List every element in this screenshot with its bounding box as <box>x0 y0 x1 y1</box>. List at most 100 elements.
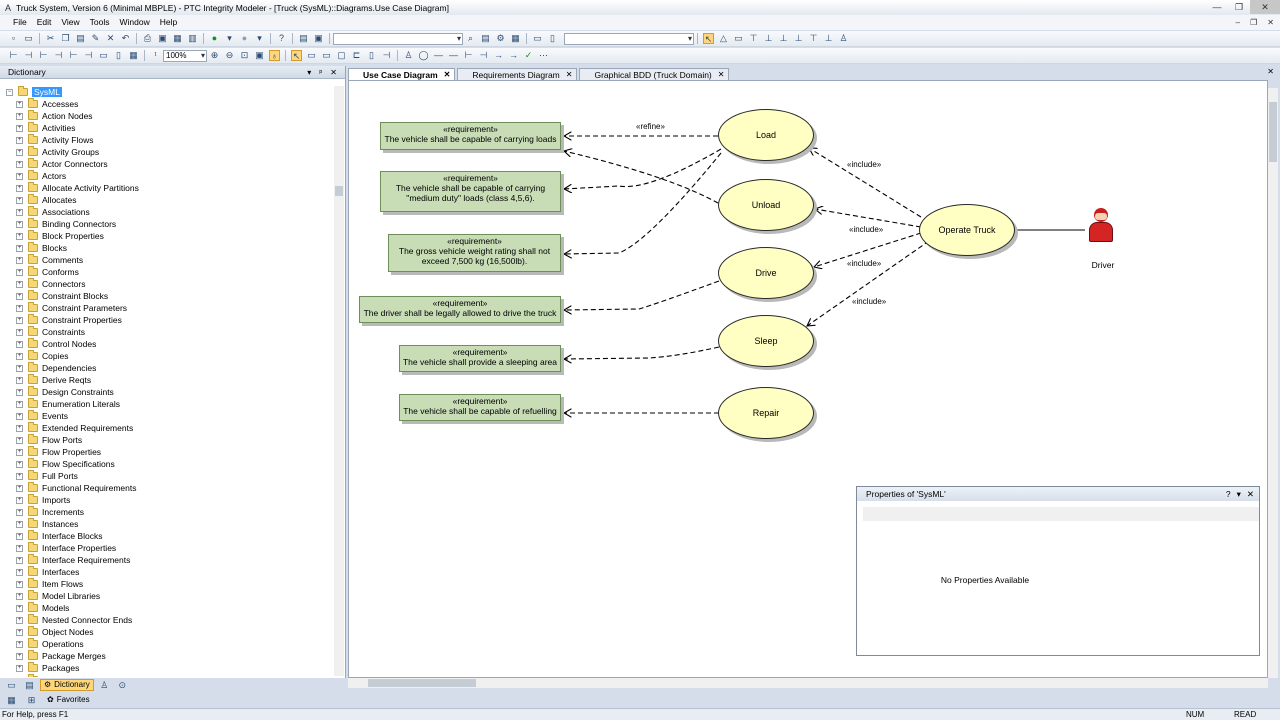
space-v-icon[interactable]: ⊣ <box>84 50 93 60</box>
same-size-icon[interactable]: ⊥ <box>824 33 833 43</box>
new-icon[interactable]: ▫ <box>11 33 16 43</box>
expand-icon[interactable]: + <box>16 256 23 264</box>
pin-icon[interactable]: ᵖ <box>319 68 323 77</box>
forward-icon[interactable]: ● <box>241 33 248 43</box>
requirement-medium-duty[interactable]: «requirement» The vehicle shall be capab… <box>380 171 561 212</box>
help-icon[interactable]: ? <box>278 33 284 43</box>
expand-icon[interactable]: + <box>16 136 23 144</box>
requirement-carrying-loads[interactable]: «requirement» The vehicle shall be capab… <box>380 122 561 150</box>
panel-close-icon[interactable]: ✕ <box>330 68 337 77</box>
tab-close-icon[interactable]: ✕ <box>717 69 725 79</box>
tree-item[interactable]: +Extended Requirements <box>16 422 133 434</box>
expand-icon[interactable]: + <box>16 340 23 348</box>
find-icon[interactable]: ⌕ <box>467 33 474 43</box>
expand-icon[interactable]: + <box>16 148 23 156</box>
tree-item[interactable]: +Interfaces <box>16 566 79 578</box>
tree-item[interactable]: +Connectors <box>16 278 85 290</box>
tree-item[interactable]: +Block Properties <box>16 230 104 242</box>
usecase-drive[interactable]: Drive <box>718 247 814 299</box>
zoom-combo[interactable]: 100% <box>163 49 207 62</box>
tree-item[interactable]: +Nested Connector Ends <box>16 614 132 626</box>
align-top-icon[interactable]: ⊤ <box>749 33 758 43</box>
tab-graphical-bdd[interactable]: Graphical BDD (Truck Domain) ✕ <box>579 68 730 80</box>
filter-icon[interactable]: ▤ <box>481 33 490 43</box>
print-preview-icon[interactable]: ▣ <box>158 33 167 43</box>
tree-item[interactable]: +Allocates <box>16 194 77 206</box>
expand-icon[interactable]: + <box>16 328 23 336</box>
expand-icon[interactable]: + <box>16 568 23 576</box>
tree-item[interactable]: +Allocate Activity Partitions <box>16 182 139 194</box>
settings-icon[interactable]: ⚙ <box>496 33 505 43</box>
expand-icon[interactable]: + <box>16 652 23 660</box>
requirement-refuelling[interactable]: «requirement» The vehicle shall be capab… <box>399 394 561 421</box>
expand-icon[interactable]: + <box>16 484 23 492</box>
dictionary-tree[interactable]: − SysML +Accesses+Action Nodes+Activitie… <box>0 86 334 677</box>
tree-item[interactable]: +Full Ports <box>16 470 78 482</box>
expand-icon[interactable]: + <box>16 172 23 180</box>
tree-item[interactable]: +Accesses <box>16 98 78 110</box>
requirement-driver-legal[interactable]: «requirement» The driver shall be legall… <box>359 296 561 323</box>
close-button[interactable]: ✕ <box>1250 0 1280 14</box>
expand-icon[interactable]: + <box>16 196 23 204</box>
include-link-load[interactable] <box>809 148 922 218</box>
expand-icon[interactable]: + <box>16 292 23 300</box>
canvas-vertical-scrollbar[interactable] <box>1268 88 1278 678</box>
association-tool-icon[interactable]: — <box>434 50 443 60</box>
usecase-operate-truck[interactable]: Operate Truck <box>919 204 1015 256</box>
panel-menu-icon[interactable]: ▾ <box>307 68 312 77</box>
expand-icon[interactable]: + <box>16 448 23 456</box>
expand-icon[interactable]: + <box>16 112 23 120</box>
tree-item[interactable]: +Flow Specifications <box>16 458 115 470</box>
browse-icon[interactable]: ▦ <box>511 33 520 43</box>
undo-icon[interactable]: ↶ <box>121 33 130 43</box>
canvas-vertical-thumb[interactable] <box>1269 102 1277 162</box>
expand-icon[interactable]: + <box>16 640 23 648</box>
tree-item[interactable]: +Events <box>16 410 68 422</box>
actor-driver[interactable] <box>1086 208 1116 244</box>
favorites-tree-icon[interactable]: ⊞ <box>27 694 36 705</box>
forward-dropdown-icon[interactable]: ▾ <box>257 33 262 43</box>
canvas-horizontal-scrollbar[interactable] <box>348 678 1268 688</box>
tab-close-icon[interactable]: ✕ <box>565 69 573 79</box>
tree-item[interactable]: +Constraint Properties <box>16 314 122 326</box>
boundary-tool-icon[interactable]: ▢ <box>337 50 346 60</box>
expand-icon[interactable]: + <box>16 232 23 240</box>
expand-icon[interactable]: + <box>16 472 23 480</box>
collapse-icon[interactable]: − <box>6 88 13 96</box>
packages-view-icon[interactable]: ▭ <box>7 679 16 690</box>
usecase-sleep[interactable]: Sleep <box>718 315 814 367</box>
tree-item[interactable]: +Activities <box>16 122 76 134</box>
align-center-icon[interactable]: ⊣ <box>24 50 33 60</box>
tree-item[interactable]: +Copies <box>16 350 68 362</box>
expand-icon[interactable]: + <box>16 604 23 612</box>
delete-icon[interactable]: ✕ <box>106 33 115 43</box>
expand-icon[interactable]: + <box>16 664 23 672</box>
menu-view[interactable]: View <box>61 17 80 27</box>
tree-item[interactable]: +Interface Properties <box>16 542 116 554</box>
select-pointer-icon[interactable]: ↖ <box>703 33 714 44</box>
check-icon[interactable]: ✓ <box>524 50 533 60</box>
tree-item[interactable]: +Action Nodes <box>16 110 93 122</box>
dependency-tool-icon[interactable]: — <box>449 50 458 60</box>
tree-item[interactable]: +Constraints <box>16 326 85 338</box>
tree-item[interactable]: +Conforms <box>16 266 79 278</box>
space-icon[interactable]: ⊤ <box>809 33 818 43</box>
zoom-in-icon[interactable]: ⊕ <box>210 50 219 60</box>
anchor-tool-icon[interactable]: ⊣ <box>382 50 391 60</box>
cut-icon[interactable]: ✂ <box>46 33 55 43</box>
same-width-icon[interactable]: ▭ <box>99 50 108 60</box>
menu-help[interactable]: Help <box>159 17 178 27</box>
expand-icon[interactable]: + <box>16 280 23 288</box>
align-middle-icon[interactable]: ⊥ <box>764 33 773 43</box>
grid-icon[interactable]: ▦ <box>129 50 138 60</box>
bulb-icon[interactable]: ♁ <box>269 50 280 61</box>
expand-icon[interactable]: + <box>16 184 23 192</box>
actor-tool-icon[interactable]: ♙ <box>839 33 848 43</box>
expand-icon[interactable]: + <box>16 460 23 468</box>
tree-item[interactable]: +Activity Flows <box>16 134 93 146</box>
expand-icon[interactable]: + <box>16 436 23 444</box>
zoom-out-icon[interactable]: ⊖ <box>225 50 234 60</box>
doc-minimize-button[interactable]: – <box>1235 18 1241 27</box>
paste-icon[interactable]: ▤ <box>76 33 85 43</box>
usecase-load[interactable]: Load <box>718 109 814 161</box>
